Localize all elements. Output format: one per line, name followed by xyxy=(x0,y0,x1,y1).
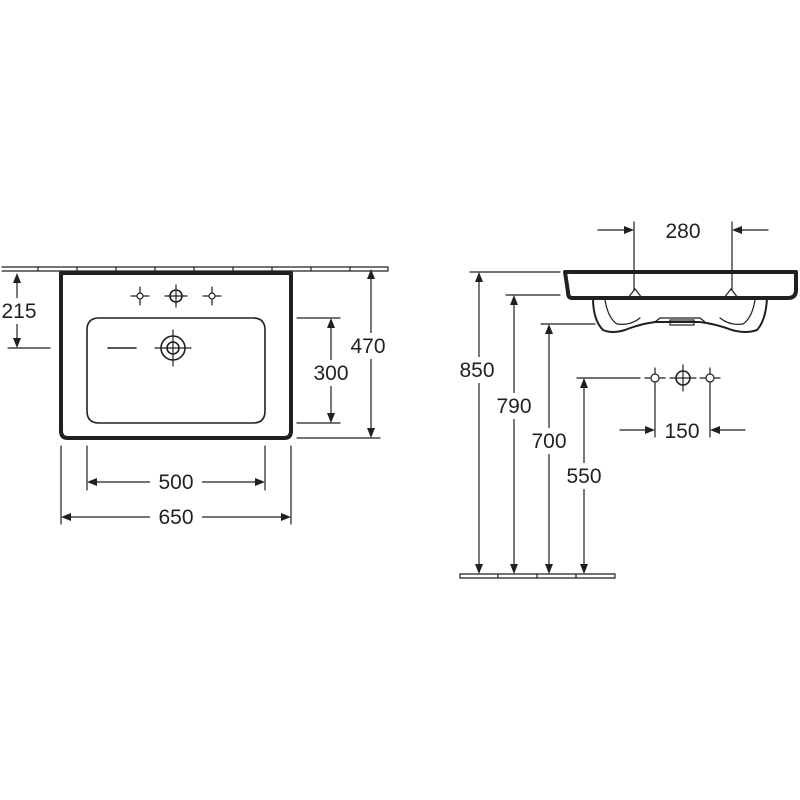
dim-label-700: 700 xyxy=(531,430,566,453)
tap-holes-side xyxy=(644,364,721,392)
dim-label-215: 215 xyxy=(1,300,36,323)
front-view: 215 300 470 500 xyxy=(0,266,392,530)
dimension-790: 790 xyxy=(491,294,561,574)
bowl-outline xyxy=(86,317,266,424)
tap-hole-right-icon xyxy=(699,367,721,389)
basin-outline xyxy=(59,271,293,440)
dim-label-470: 470 xyxy=(350,335,385,358)
dim-label-550: 550 xyxy=(566,465,601,488)
dim-label-280: 280 xyxy=(665,220,700,243)
dimension-700: 700 xyxy=(526,323,596,574)
tap-hole-left-icon xyxy=(130,286,150,306)
drain-icon xyxy=(154,329,192,367)
dim-label-790: 790 xyxy=(496,395,531,418)
dimension-215: 215 xyxy=(0,273,51,349)
dimension-500: 500 xyxy=(86,445,266,495)
floor-line xyxy=(459,573,616,579)
tap-hole-left-icon xyxy=(644,367,666,389)
basin-profile xyxy=(563,270,798,333)
dim-label-300: 300 xyxy=(313,362,348,385)
dimension-150: 150 xyxy=(619,387,746,443)
tap-hole-right-icon xyxy=(202,286,222,306)
dimension-550: 550 xyxy=(561,377,641,574)
dimension-300: 300 xyxy=(296,317,354,424)
dim-label-150: 150 xyxy=(664,420,699,443)
tap-hole-center-icon xyxy=(669,364,697,392)
dimension-280: 280 xyxy=(597,220,769,291)
tap-hole-center-icon xyxy=(164,284,188,308)
dim-label-850: 850 xyxy=(459,359,494,382)
dim-label-650: 650 xyxy=(158,506,193,529)
dimension-850: 850 xyxy=(455,271,561,574)
wall-line xyxy=(1,266,389,272)
side-view: 280 150 xyxy=(455,220,798,579)
dimension-650: 650 xyxy=(60,445,292,530)
dim-label-500: 500 xyxy=(158,471,193,494)
dimension-470: 470 xyxy=(296,269,392,439)
